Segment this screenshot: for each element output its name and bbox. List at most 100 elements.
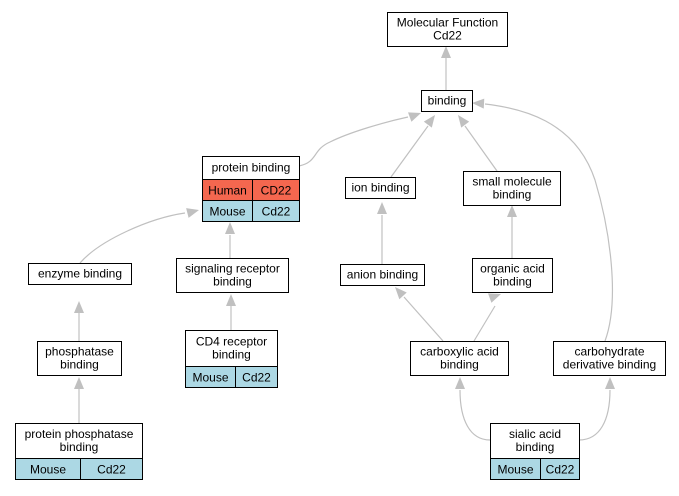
edge-line (403, 296, 444, 342)
edge-arrowhead (455, 377, 465, 389)
node-box (340, 264, 425, 286)
edge-arrowhead (605, 377, 615, 389)
species-row-mouse: Mouse Cd22 (15, 458, 143, 480)
edge-line (464, 125, 498, 172)
node-box (490, 423, 580, 459)
edge-anion-binding-to-ion-binding (377, 202, 387, 264)
edge-line (473, 305, 496, 342)
node-ion-binding[interactable]: ion binding (345, 177, 416, 199)
species-label: Human (208, 184, 247, 198)
species-label: Mouse (497, 463, 533, 477)
node-label: binding (493, 275, 532, 289)
node-box (28, 263, 132, 285)
node-label: small molecule (472, 175, 552, 189)
node-label: anion binding (347, 268, 418, 282)
gene-label: Cd22 (262, 205, 291, 219)
node-label: derivative binding (563, 358, 656, 372)
node-label: binding (60, 440, 99, 454)
node-label: binding (516, 440, 555, 454)
edge-line (484, 103, 613, 342)
node-label: protein phosphatase (25, 427, 134, 441)
edge-phosphatase-binding-to-enzyme-binding (74, 301, 84, 341)
edge-line (578, 389, 611, 441)
edge-protein-phosphatase-binding-to-phosphatase-binding (74, 377, 84, 423)
node-label: carbohydrate (574, 345, 644, 359)
gene-cell (235, 366, 278, 388)
edge-sialic-acid-binding-to-carbohydrate-derivative-binding (578, 377, 615, 441)
gene-cell (540, 458, 580, 480)
node-label: ion binding (351, 181, 409, 195)
node-label: phosphatase (45, 345, 114, 359)
gene-label: CD22 (261, 184, 292, 198)
node-box (553, 341, 666, 376)
species-row-mouse: Mouse Cd22 (202, 200, 300, 222)
gene-label: Cd22 (242, 371, 271, 385)
node-label: protein binding (212, 161, 291, 175)
node-binding[interactable]: binding (421, 90, 473, 112)
node-label: enzyme binding (38, 267, 122, 281)
edge-protein-binding-to-binding (298, 112, 421, 167)
gene-cell (80, 458, 143, 480)
edge-signaling-receptor-binding-to-protein-binding (225, 222, 235, 258)
node-label: binding (212, 348, 251, 362)
node-label: CD4 receptor (196, 335, 267, 349)
edge-line (459, 389, 491, 441)
node-box (463, 171, 561, 206)
node-label: binding (493, 188, 532, 202)
node-label: binding (60, 358, 99, 372)
node-box (37, 341, 122, 376)
node-label: binding (428, 94, 467, 108)
edge-arrowhead (225, 222, 235, 234)
edge-arrowhead (472, 98, 485, 109)
edge-arrowhead (408, 112, 421, 122)
node-label: Cd22 (433, 29, 462, 43)
node-label: Molecular Function (397, 16, 498, 30)
edge-line (390, 125, 429, 178)
edge-arrowhead (507, 205, 517, 217)
species-label: Mouse (30, 463, 66, 477)
edge-arrowhead (395, 287, 407, 300)
node-enzyme-binding[interactable]: enzyme binding (28, 263, 132, 285)
species-label: Mouse (209, 205, 245, 219)
node-label: binding (440, 358, 479, 372)
edge-enzyme-binding-to-protein-binding (79, 208, 199, 264)
edge-ion-binding-to-binding (390, 115, 435, 178)
node-label: carboxylic acid (420, 345, 499, 359)
edge-carbohydrate-derivative-binding-to-binding (472, 98, 613, 342)
edge-arrowhead (441, 46, 451, 58)
edge-arrowhead (74, 377, 84, 389)
edge-small-molecule-binding-to-binding (458, 115, 498, 172)
node-box (387, 12, 508, 47)
edge-arrowhead (423, 115, 435, 128)
node-box (185, 330, 278, 367)
node-anion-binding[interactable]: anion binding (340, 264, 425, 286)
gene-cell (252, 200, 300, 222)
edge-carboxylic-acid-binding-to-anion-binding (395, 287, 444, 342)
node-label: signaling receptor (185, 262, 280, 276)
node-label: organic acid (480, 262, 545, 276)
edge-arrowhead (186, 208, 199, 218)
species-label: Mouse (192, 371, 228, 385)
edges-layer (74, 46, 615, 441)
edge-organic-acid-binding-to-small-molecule-binding (507, 205, 517, 258)
edge-arrowhead (458, 115, 470, 128)
gene-label: Cd22 (97, 463, 126, 477)
species-row-human: Human CD22 (202, 179, 300, 201)
edge-carboxylic-acid-binding-to-organic-acid-binding (473, 293, 501, 342)
node-box (176, 258, 289, 293)
edge-arrowhead (74, 301, 84, 313)
